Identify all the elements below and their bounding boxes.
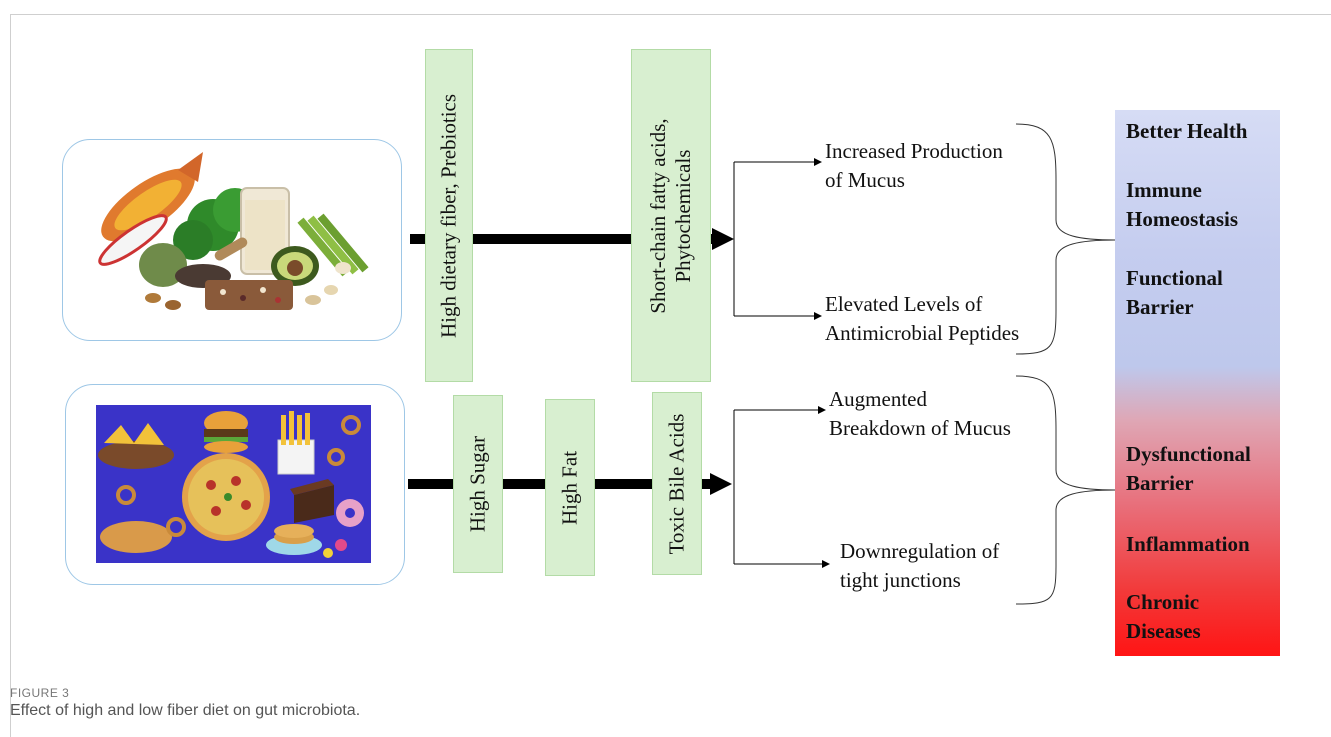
outcome-tight-junctions: Downregulation of tight junctions — [840, 539, 1000, 592]
factor-label-fiber: High dietary fiber, Prebiotics — [436, 93, 461, 338]
label-chronic-diseases: Chronic Diseases — [1126, 590, 1201, 643]
figure-frame — [10, 14, 1331, 737]
top-brace — [1015, 123, 1117, 355]
label-immune-homeostasis: Immune Homeostasis — [1126, 178, 1238, 231]
factor-label-scfa: Short-chain fatty acids, Phytochemicals — [646, 117, 695, 314]
outcome-mucus-breakdown: Augmented Breakdown of Mucus — [829, 387, 1011, 440]
bottom-arrowhead — [710, 473, 732, 495]
top-fork — [733, 161, 814, 317]
factor-box-fat: High Fat — [545, 399, 595, 576]
unhealthy-food-image — [65, 384, 405, 585]
bottom-fork — [733, 409, 822, 565]
healthy-food-image — [62, 139, 402, 341]
factor-box-fiber: High dietary fiber, Prebiotics — [425, 49, 473, 382]
figure-caption: Effect of high and low fiber diet on gut… — [10, 702, 361, 719]
label-functional-barrier: Functional Barrier — [1126, 266, 1223, 319]
health-gradient-bar: Better Health Immune Homeostasis Functio… — [1115, 110, 1280, 656]
factor-label-fat: High Fat — [557, 450, 582, 525]
factor-box-scfa: Short-chain fatty acids, Phytochemicals — [631, 49, 711, 382]
factor-label-bile: Toxic Bile Acids — [664, 413, 689, 554]
bottom-brace — [1015, 375, 1117, 605]
outcome-mucus-production: Increased Production of Mucus — [825, 139, 1003, 192]
factor-box-bile: Toxic Bile Acids — [652, 392, 702, 575]
figure-label: FIGURE 3 — [10, 686, 70, 700]
label-inflammation: Inflammation — [1126, 532, 1250, 556]
factor-box-sugar: High Sugar — [453, 395, 503, 573]
top-arrowhead — [712, 228, 734, 250]
label-better-health: Better Health — [1126, 119, 1248, 143]
factor-label-sugar: High Sugar — [465, 435, 490, 533]
label-dysfunctional-barrier: Dysfunctional Barrier — [1126, 442, 1251, 495]
outcome-antimicrobial-peptides: Elevated Levels of Antimicrobial Peptide… — [825, 292, 1020, 345]
